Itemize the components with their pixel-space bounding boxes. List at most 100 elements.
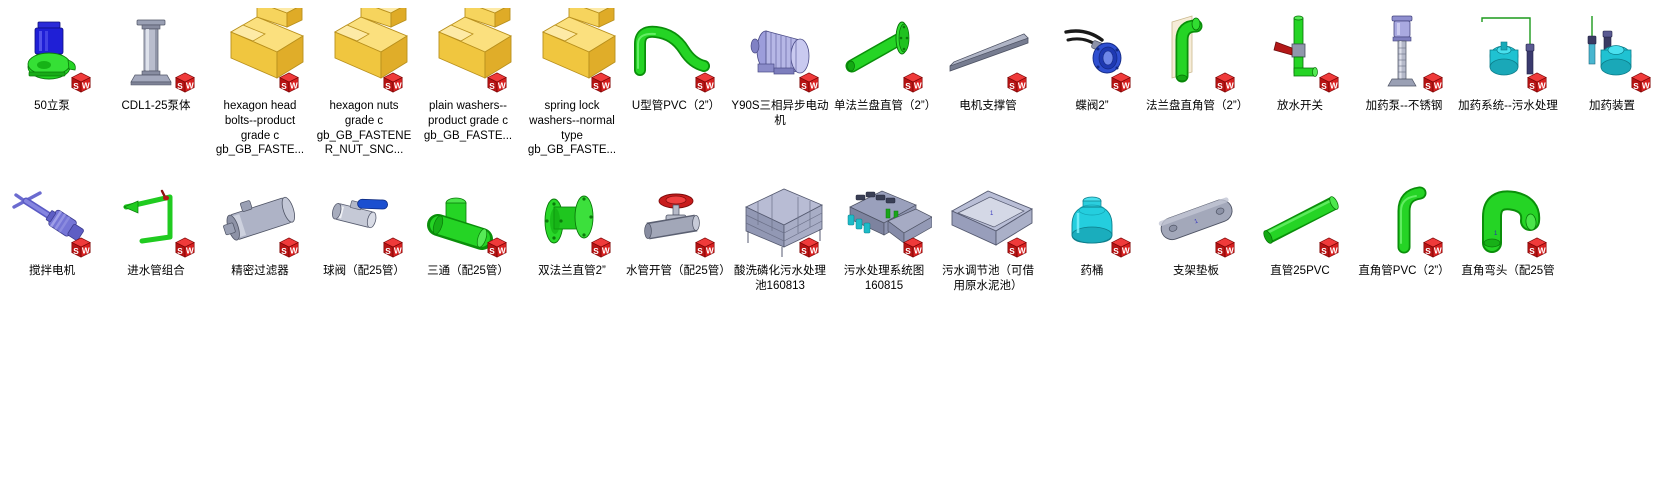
file-label[interactable]: hexagon head bolts--product grade c gb_G…	[215, 100, 305, 157]
file-label[interactable]: 水管开管（配25管）	[626, 265, 731, 277]
file-label[interactable]: 支架垫板	[1173, 265, 1219, 277]
dosing-pump-icon	[1356, 8, 1452, 96]
file-label[interactable]: 放水开关	[1277, 100, 1323, 112]
file-label[interactable]: 加药系统--污水处理	[1458, 100, 1558, 112]
file-label[interactable]: 直管25PVC	[1270, 265, 1330, 277]
vertical-pump-icon	[4, 8, 100, 96]
motor-support-bar-icon	[940, 8, 1036, 96]
file-label[interactable]: Y90S三相异步电动机	[731, 100, 829, 127]
file-label[interactable]: 双法兰直管2”	[538, 265, 606, 277]
precision-filter-icon	[212, 173, 308, 261]
svg-text:1: 1	[990, 211, 994, 217]
file-label[interactable]: 药桶	[1080, 265, 1104, 277]
inlet-pipe-assembly-icon	[108, 173, 204, 261]
file-label[interactable]: 精密过滤器	[231, 265, 289, 277]
single-flange-pipe-icon	[836, 8, 932, 96]
dosing-device-icon	[1564, 8, 1660, 96]
ball-valve-icon	[316, 173, 412, 261]
three-phase-motor-icon	[732, 8, 828, 96]
svg-text:1: 1	[1194, 218, 1200, 225]
file-label[interactable]: 50立泵	[34, 100, 70, 112]
file-label[interactable]: 单法兰盘直管（2”）	[834, 100, 937, 112]
butterfly-valve-icon	[1044, 8, 1140, 96]
file-label[interactable]: 球阀（配25管）	[323, 265, 405, 277]
file-label[interactable]: U型管PVC（2”）	[631, 100, 721, 112]
file-label[interactable]: hexagon nuts grade c gb_GB_FASTENER_NUT_…	[316, 100, 412, 157]
file-label[interactable]: 电机支撑管	[959, 100, 1017, 112]
elbow-fitting-icon: 1	[1460, 173, 1556, 261]
file-label[interactable]: 三通（配25管）	[427, 265, 509, 277]
flange-elbow-pipe-icon	[1148, 8, 1244, 96]
file-label[interactable]: 进水管组合	[127, 265, 185, 277]
file-label[interactable]: 加药装置	[1589, 100, 1635, 112]
file-label[interactable]: plain washers--product grade c gb_GB_FAS…	[423, 100, 513, 142]
file-label[interactable]: 直角弯头（配25管	[1461, 265, 1555, 277]
file-label[interactable]: 直角管PVC（2”）	[1358, 265, 1450, 277]
file-label[interactable]: 蝶阀2”	[1075, 100, 1109, 112]
generic-part-block-icon	[524, 8, 620, 96]
file-label[interactable]: 加药泵--不锈钢	[1365, 100, 1443, 112]
cdl-pump-body-icon	[108, 8, 204, 96]
file-label[interactable]: 搅拌电机	[29, 265, 75, 277]
file-label[interactable]: 污水调节池（可借用原水泥池）	[942, 265, 1034, 292]
u-bend-pipe-icon	[628, 8, 724, 96]
file-label[interactable]: 污水处理系统图160815	[843, 265, 925, 292]
tee-fitting-icon	[420, 173, 516, 261]
file-label[interactable]: 法兰盘直角管（2”）	[1146, 100, 1249, 112]
bracket-pad-plate-icon: 1	[1148, 173, 1244, 261]
generic-part-block-icon	[316, 8, 412, 96]
file-label[interactable]: CDL1-25泵体	[121, 100, 191, 112]
file-label[interactable]: 酸洗磷化污水处理池160813	[734, 265, 826, 292]
file-label[interactable]: spring lock washers--normal type gb_GB_F…	[527, 100, 617, 157]
